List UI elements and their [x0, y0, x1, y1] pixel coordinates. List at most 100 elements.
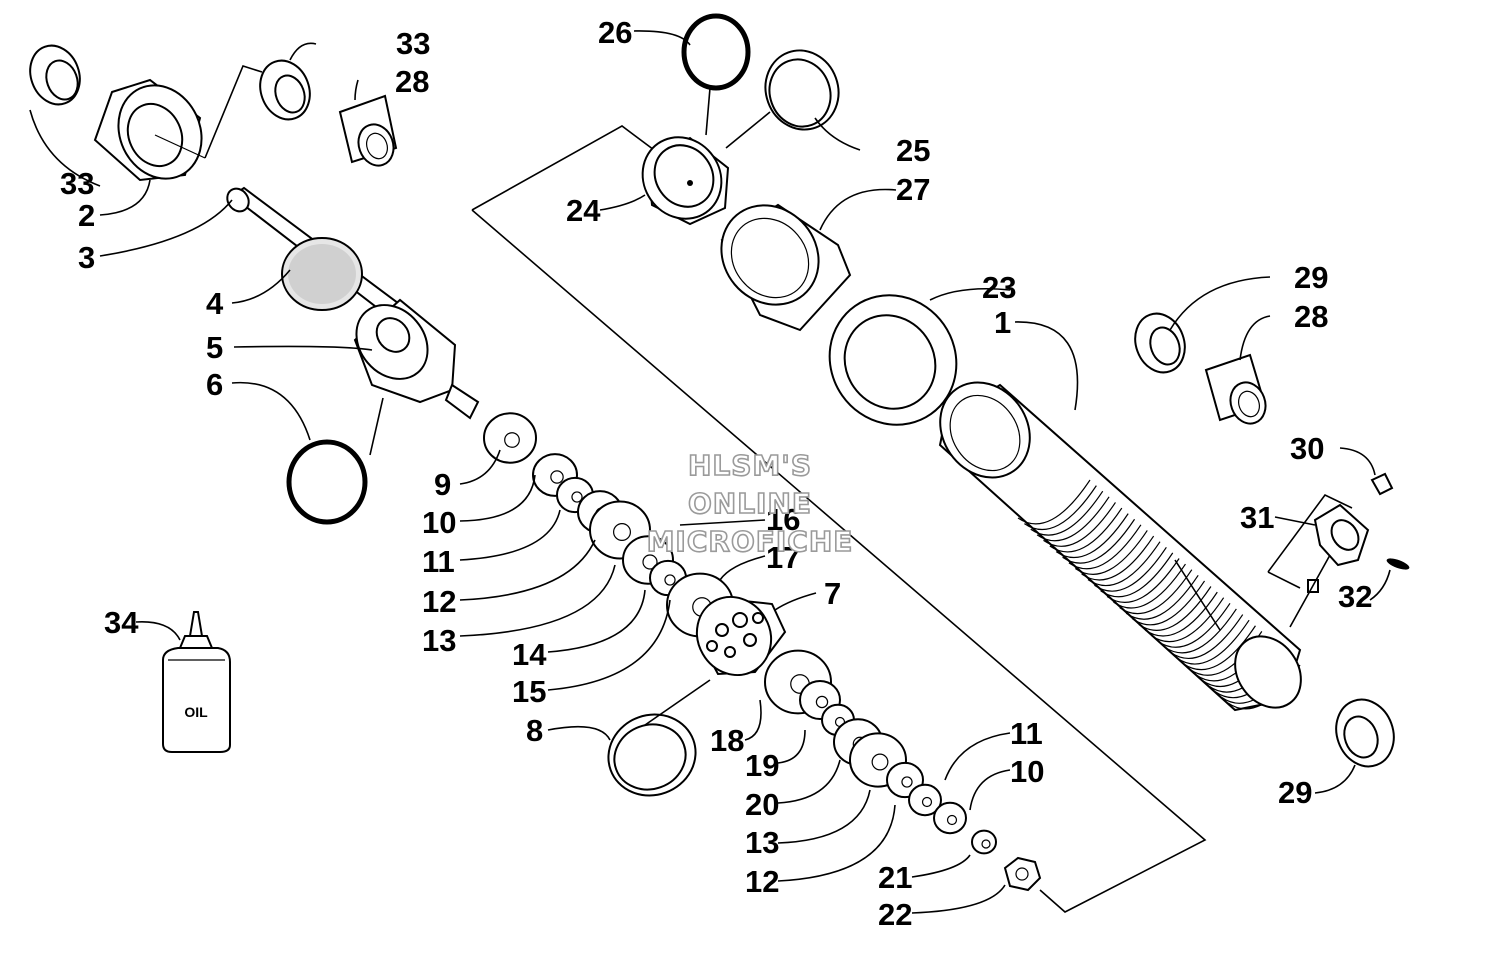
- washer-hole: [664, 574, 676, 586]
- spring-coil: [1062, 518, 1136, 564]
- spring-coil: [1170, 614, 1244, 660]
- spring-coil: [1164, 608, 1237, 654]
- callout-20: 20: [745, 787, 779, 822]
- callout-22: 22: [878, 897, 912, 932]
- spring-coil: [1144, 591, 1218, 637]
- spring-coil: [1094, 546, 1167, 592]
- callout-12a: 12: [422, 584, 456, 619]
- callout-21: 21: [878, 860, 912, 895]
- sleeve-27: [720, 203, 852, 332]
- o-ring-26: [681, 13, 751, 91]
- valve-washer: [483, 412, 537, 464]
- eye-connector-line: [204, 65, 263, 159]
- callout-8: 8: [526, 713, 543, 748]
- cap-24: [641, 136, 730, 226]
- callout-4: 4: [206, 286, 224, 321]
- nut-22: [1003, 856, 1042, 892]
- callout-19: 19: [745, 748, 779, 783]
- callout-6: 6: [206, 367, 223, 402]
- valve-fitting-31: [1313, 503, 1370, 567]
- o-ring-6: [286, 439, 368, 525]
- bottle-label: OIL: [184, 704, 208, 720]
- bushing-33-left: [29, 44, 81, 106]
- washer-hole: [815, 695, 829, 709]
- washer-hole: [612, 522, 631, 541]
- spring-coil: [1151, 597, 1225, 643]
- callout-12b: 12: [745, 864, 779, 899]
- bearing-25: [764, 49, 840, 131]
- callout-25: 25: [896, 133, 930, 168]
- callout-9: 9: [434, 467, 451, 502]
- shock-eye-2: [93, 78, 206, 182]
- callouts: 1 2 3 4 5 6 7 8 9 10 10 11 11 12 12 13 1…: [60, 15, 1372, 932]
- callout-28a: 28: [395, 64, 429, 99]
- spring-coil: [1081, 535, 1155, 581]
- spring-coil: [1055, 513, 1129, 559]
- callout-5: 5: [206, 330, 223, 365]
- bushing-29-bottom: [1335, 698, 1395, 768]
- spring-coil: [1119, 569, 1193, 615]
- callout-33a: 33: [396, 26, 430, 61]
- callout-14: 14: [512, 637, 547, 672]
- bushing-33-right: [259, 59, 311, 121]
- piston-7: [695, 595, 787, 677]
- callout-1: 1: [994, 305, 1011, 340]
- spring-coils: [1017, 479, 1301, 710]
- screw-30: [1370, 472, 1394, 496]
- valve-washer: [933, 801, 967, 835]
- callout-17: 17: [766, 540, 800, 575]
- spring-coil: [1157, 603, 1231, 648]
- watermark-line-2: ONLINE: [688, 487, 812, 520]
- callout-13b: 13: [745, 825, 779, 860]
- washer-hole: [981, 839, 991, 849]
- watermark-line-1: HLSM'S: [688, 449, 812, 482]
- callout-30: 30: [1290, 431, 1324, 466]
- washer-hole: [921, 796, 933, 808]
- spring-coil: [1125, 574, 1199, 620]
- callout-3: 3: [78, 240, 95, 275]
- spring-coil: [1183, 625, 1256, 671]
- washer-hole: [642, 554, 658, 570]
- callout-29a: 29: [1294, 260, 1328, 295]
- callout-24: 24: [566, 193, 601, 228]
- sleeve-28-left: [338, 94, 398, 167]
- washer-hole: [871, 753, 889, 771]
- callout-28b: 28: [1294, 299, 1328, 334]
- callout-2: 2: [78, 198, 95, 233]
- callout-29b: 29: [1278, 775, 1312, 810]
- spring-coil: [1138, 586, 1212, 632]
- bushing-29-top: [1134, 312, 1186, 374]
- valve-washer: [908, 783, 942, 817]
- callout-10b: 10: [1010, 754, 1044, 789]
- watermark: HLSM'S ONLINE MICROFICHE: [646, 448, 853, 559]
- callout-7: 7: [824, 576, 841, 611]
- shock-body-1: [938, 381, 1302, 712]
- cap-32: [1386, 558, 1410, 570]
- callout-10a: 10: [422, 505, 456, 540]
- washer-hole: [504, 432, 520, 448]
- callout-15: 15: [512, 674, 546, 709]
- spring-coil: [1074, 530, 1148, 575]
- spring-coil: [1087, 541, 1161, 587]
- washer-hole: [571, 491, 583, 503]
- sleeve-28-right: [1204, 353, 1267, 425]
- leader-lines: [29, 30, 1391, 914]
- spring-coil: [1024, 485, 1097, 531]
- spring-retainer-23: [828, 294, 958, 426]
- adjuster-bracket: [1174, 493, 1353, 631]
- wear-band-8: [607, 713, 697, 797]
- callout-23: 23: [982, 270, 1016, 305]
- callout-11a: 11: [422, 544, 455, 579]
- spring-coil: [1176, 619, 1250, 665]
- oil-bottle-34: OIL: [162, 611, 231, 753]
- washer-hole: [946, 814, 958, 826]
- callout-33b: 33: [60, 166, 94, 201]
- spring-coil: [1100, 552, 1174, 598]
- bump-stop-4: [281, 237, 363, 311]
- valve-washer: [971, 829, 997, 855]
- callout-18: 18: [710, 723, 744, 758]
- callout-16: 16: [766, 502, 800, 537]
- spring-coil: [1049, 507, 1123, 553]
- spring-coil: [1113, 563, 1186, 609]
- callout-11b: 11: [1010, 716, 1043, 751]
